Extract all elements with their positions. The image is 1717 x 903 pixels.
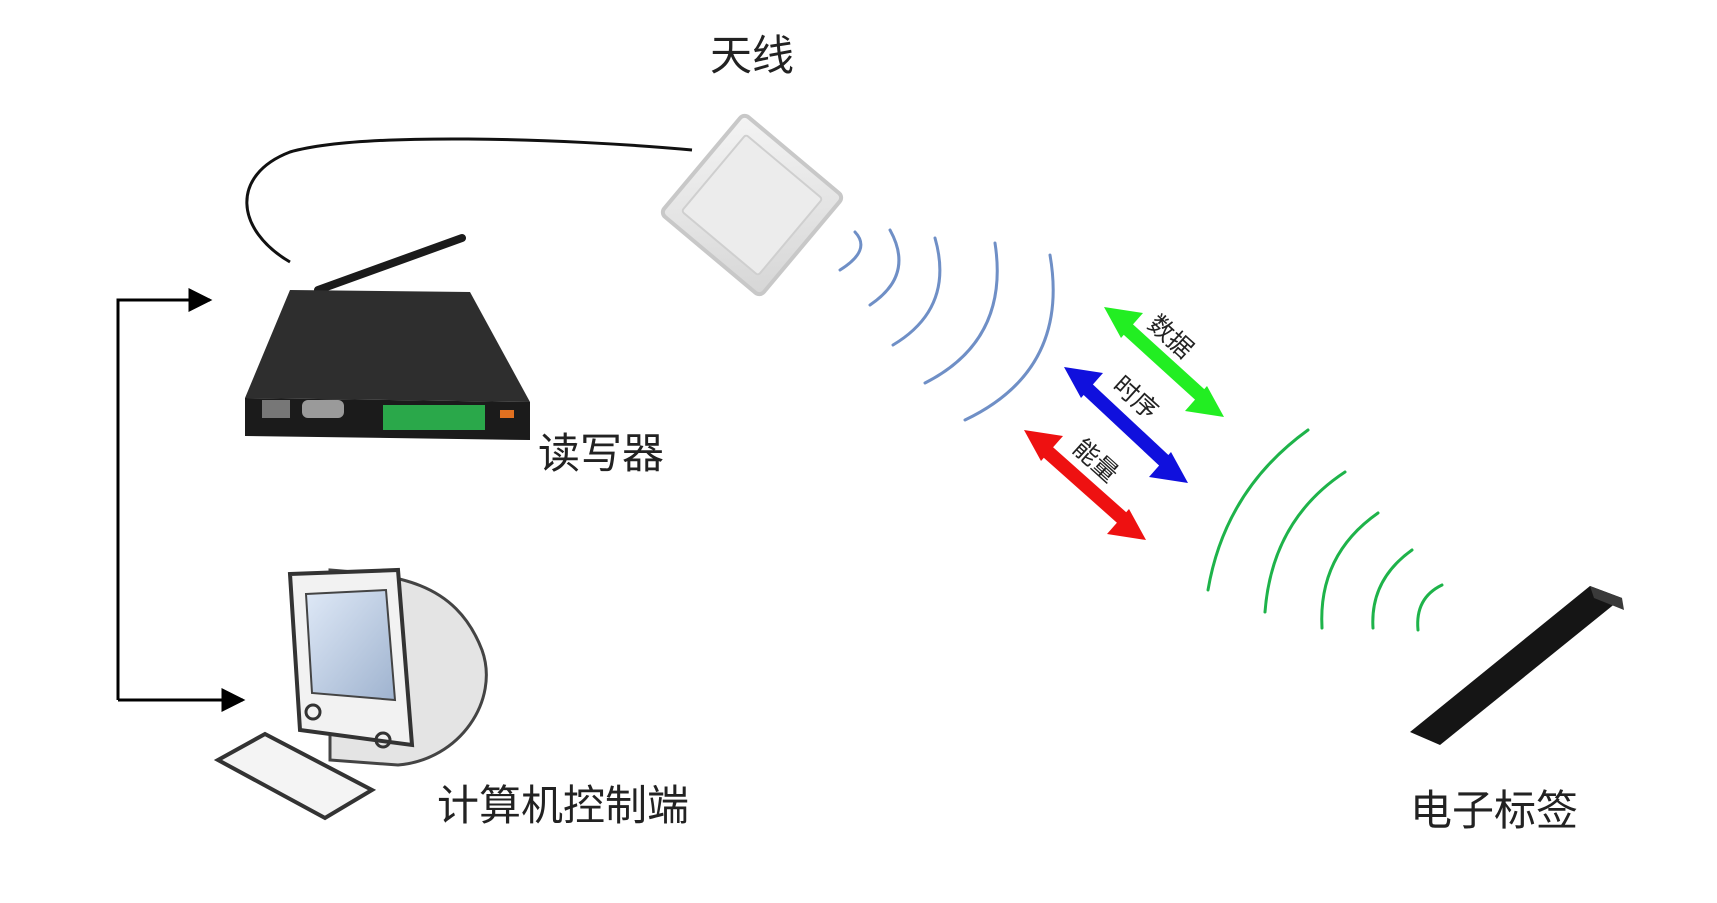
reader-antenna-rod — [314, 234, 466, 294]
reader-label: 读写器 — [538, 429, 664, 478]
monitor-screen — [304, 588, 397, 702]
arrow-energy: 能量 — [1024, 430, 1146, 540]
tag-label: 电子标签 — [1410, 786, 1578, 835]
terminal-block — [383, 405, 485, 430]
electronic-tag — [1410, 586, 1624, 745]
antenna-panel — [660, 113, 844, 297]
computer-terminal — [213, 567, 488, 821]
reader-device — [245, 234, 530, 440]
tag-waves — [1206, 428, 1444, 632]
antenna-cable — [245, 137, 693, 264]
computer-label: 计算机控制端 — [437, 781, 689, 830]
connector-arrows — [116, 288, 246, 712]
serial-port — [302, 400, 344, 418]
antenna-waves — [838, 228, 1055, 422]
status-led — [500, 410, 514, 418]
ethernet-port — [262, 400, 290, 418]
antenna-label: 天线 — [710, 31, 794, 80]
keyboard — [213, 731, 377, 821]
